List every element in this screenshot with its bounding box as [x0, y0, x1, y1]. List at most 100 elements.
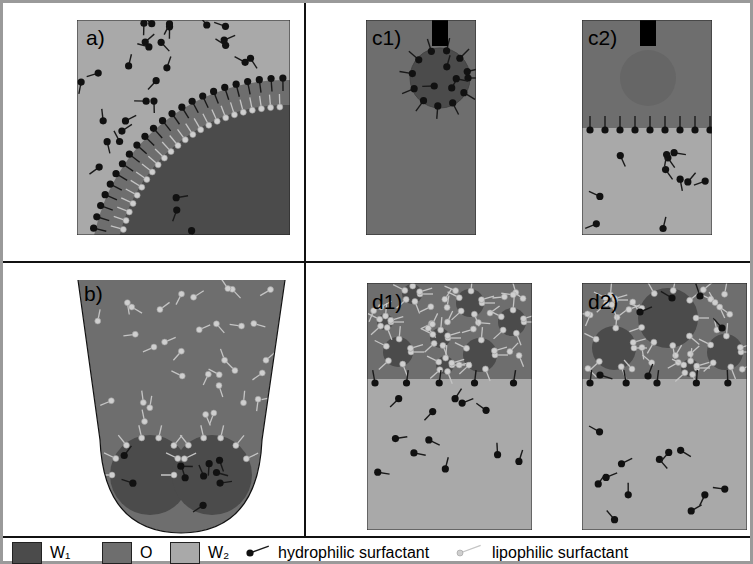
hydrophilic-surfactant	[616, 116, 623, 134]
surfactant-head	[616, 126, 623, 133]
water-phase	[367, 379, 532, 530]
lipophilic-surfactant	[704, 360, 717, 372]
lipophilic-surfactant	[471, 311, 479, 326]
hydrophilic-surfactant	[142, 34, 155, 45]
surfactant-head	[163, 64, 170, 71]
hydrophilic-surfactant	[140, 20, 147, 35]
lipophilic-surfactant	[111, 226, 127, 233]
surfactant-head	[712, 300, 718, 306]
surfactant-head	[431, 340, 437, 346]
surfactant-head	[247, 55, 254, 62]
hydrophilic-surfactant	[449, 99, 458, 114]
hydrophilic-surfactant	[585, 220, 600, 228]
hydrophilic-surfactant	[125, 54, 132, 69]
lipophilic-surfactant	[166, 453, 181, 462]
water-droplet	[456, 289, 484, 317]
surfactant-head	[585, 366, 591, 372]
water-droplet	[620, 50, 676, 106]
lipophilic-surfactant	[260, 287, 273, 296]
lipophilic-surfactant	[631, 345, 647, 351]
surfactant-head	[466, 362, 472, 368]
lipophilic-surfactant	[136, 172, 150, 182]
hydrophilic-surfactant	[436, 370, 443, 386]
surfactant-head	[233, 442, 239, 448]
surfactant-head	[428, 304, 434, 310]
surfactant-head	[636, 308, 643, 315]
lipophilic-surfactant	[410, 283, 416, 289]
surfactant-head	[168, 149, 174, 155]
lipophilic-surfactant	[173, 348, 184, 360]
lipophilic-surfactant	[672, 359, 687, 368]
hydrophilic-surfactant	[464, 68, 476, 75]
hydrophilic-surfactant	[214, 22, 229, 30]
lipophilic-surfactant	[148, 156, 161, 168]
surfactant-head	[677, 447, 684, 454]
surfactant-head	[639, 324, 645, 330]
surfactant-head	[189, 98, 196, 105]
surfactant-head	[717, 304, 723, 310]
lipophilic-surfactant	[491, 347, 506, 354]
surfactant-head	[700, 287, 706, 293]
lipophilic-surfactant	[407, 345, 422, 352]
hydrophilic-surfactant	[515, 450, 522, 465]
surfactant-head	[510, 379, 517, 386]
surfactant-head	[425, 436, 432, 443]
surfactant-head	[178, 104, 185, 111]
hydrophilic-surfactant	[602, 473, 617, 481]
surfactant-head	[179, 373, 185, 379]
hydrophilic-surfactant	[100, 109, 107, 125]
hydrophilic-surfactant	[193, 502, 207, 512]
lipophilic-surfactant	[233, 435, 244, 448]
surfactant-head	[173, 194, 180, 201]
hydrophilic-surfactant	[631, 116, 638, 134]
hydrophilic-surfactant	[453, 75, 468, 82]
surfactant-head	[625, 491, 632, 498]
surfactant-head	[602, 474, 609, 481]
surfactant-head	[618, 364, 624, 370]
surfactant-head	[464, 345, 470, 351]
panel-label: d1)	[372, 291, 402, 312]
surfactant-head	[153, 77, 160, 84]
hydrophilic-surfactant	[653, 370, 660, 387]
lipophilic-surfactant	[218, 425, 224, 441]
surfactant-head	[140, 20, 147, 27]
hydrophilic-surfactant	[443, 55, 450, 70]
surfactant-head	[130, 200, 136, 206]
surfactant-head	[596, 193, 603, 200]
surfactant-head	[93, 213, 100, 220]
surfactant-head	[443, 355, 449, 361]
lipophilic-surfactant	[221, 279, 231, 292]
lipophilic-surfactant	[452, 308, 465, 320]
surfactant-head	[453, 288, 459, 294]
surfactant-head	[596, 371, 603, 378]
lipophilic-surfactant	[114, 216, 129, 223]
surfactant-head	[206, 122, 212, 128]
surfactant-head	[694, 363, 700, 369]
hydrophilic-surfactant	[168, 110, 179, 124]
lipophilic-surfactant	[675, 370, 688, 382]
surfactant-head	[436, 379, 443, 386]
surfactant-head	[470, 326, 476, 332]
surfactant-head	[198, 127, 204, 133]
surfactant-head	[402, 287, 408, 293]
surfactant-head	[438, 327, 444, 333]
hydrophilic-surfactant	[424, 408, 436, 420]
lipophilic-surfactant	[513, 330, 521, 345]
lipophilic-surfactant	[584, 333, 599, 342]
lipophilic-surfactant	[371, 323, 384, 335]
surfactant-head	[687, 297, 693, 303]
hydrophilic-surfactant	[244, 78, 251, 94]
lipophilic-surfactant	[171, 371, 185, 379]
lipophilic-surfactant	[117, 207, 132, 215]
surfactant-head	[123, 218, 129, 224]
lipophilic-surfactant	[123, 331, 138, 337]
lipophilic-surfactant	[699, 339, 714, 348]
hydrophilic-surfactant	[713, 485, 728, 492]
surfactant-head	[611, 516, 618, 523]
hydrophilic-surfactant	[221, 35, 236, 43]
lipophilic-surfactant	[468, 283, 474, 294]
lipophilic-surfactant	[737, 344, 747, 351]
surfactant-head	[175, 455, 181, 461]
hydrophilic-surfactant	[189, 98, 199, 113]
surfactant-head	[681, 362, 687, 368]
